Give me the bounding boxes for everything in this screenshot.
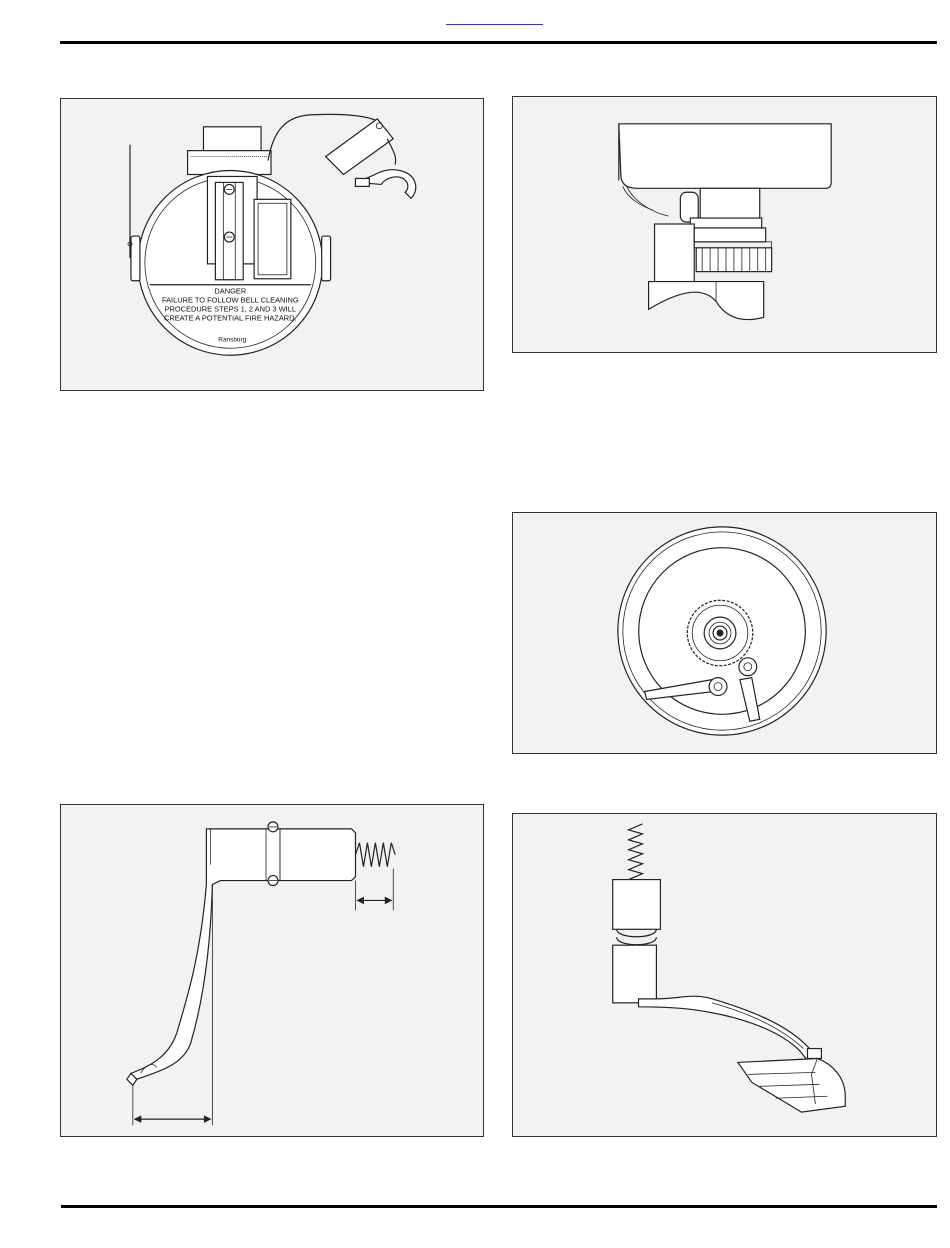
figure-bell-side-view (512, 96, 937, 353)
bell-side-view-illustration (513, 97, 936, 352)
danger-line-3: CREATE A POTENTIAL FIRE HAZARD. (164, 313, 297, 322)
danger-title: DANGER (214, 287, 246, 296)
figure-bell-front-view (512, 512, 937, 754)
header-link[interactable] (446, 24, 543, 25)
figure-lever-spring-dimensions (60, 804, 484, 1137)
bell-cup-illustration: DANGER FAILURE TO FOLLOW BELL CLEANING P… (61, 99, 483, 390)
danger-line-1: FAILURE TO FOLLOW BELL CLEANING (162, 296, 299, 305)
figure-bell-cup-danger: DANGER FAILURE TO FOLLOW BELL CLEANING P… (60, 98, 484, 391)
header-rule (60, 41, 937, 44)
danger-line-2: PROCEDURE STEPS 1, 2 AND 3 WILL (165, 305, 296, 314)
footer-rule (61, 1205, 937, 1208)
bell-front-view-illustration (513, 513, 936, 753)
figure-spring-lever-scraper (512, 813, 937, 1137)
lever-spring-illustration (61, 805, 483, 1136)
brand-ransburg: Ransburg (218, 336, 246, 343)
spring-lever-scraper-illustration (513, 814, 936, 1136)
